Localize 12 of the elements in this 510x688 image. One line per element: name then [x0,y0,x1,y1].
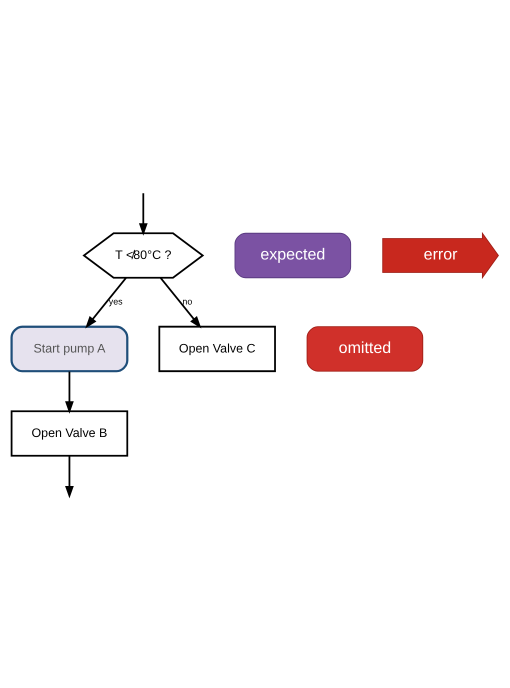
arrow [160,276,202,328]
arrow [65,455,74,498]
arrow [138,192,148,236]
node-box: Start pump A [10,325,128,372]
edge-label: yes [108,296,123,306]
node-box: Open Valve C [158,325,276,372]
arrow [85,276,127,328]
node-box: omitted [306,326,424,372]
node-box: expected [234,232,352,278]
arrow [65,371,74,414]
node-box: Open Valve B [10,410,128,456]
edge-label: no [182,296,192,306]
